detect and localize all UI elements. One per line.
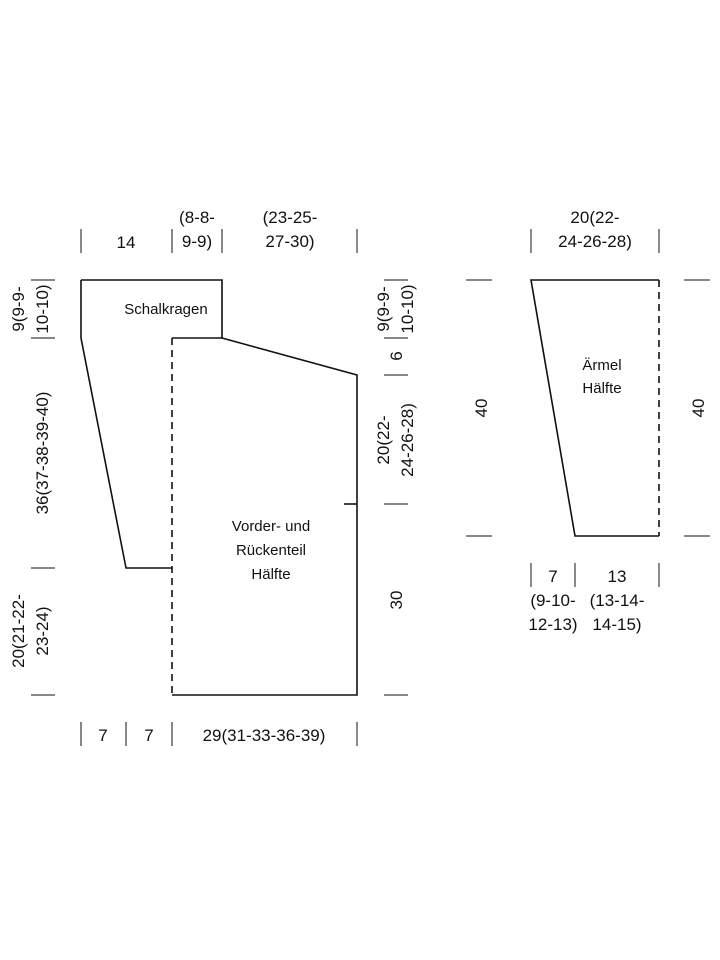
dim-sleeve-top-1: 20(22- [570,208,619,227]
dim-right-slope: 6 [387,351,406,360]
dim-band-b: 7 [144,726,153,745]
dim-left-collar-2: 10-10) [33,284,52,333]
dim-sleeve-bottom-left-2: (9-10- [530,591,575,610]
sleeve-top-ticks [530,229,660,253]
dim-sleeve-bottom-right-3: 14-15) [592,615,641,634]
shoulder-side-hem-outline [172,337,358,696]
main-label-line1: Vorder- und [232,518,310,535]
dim-sleeve-bottom-right-2: (13-14- [590,591,645,610]
collar-label: Schalkragen [124,301,207,318]
body-left-ticks [31,279,55,696]
dim-sleeve-height-left: 40 [472,399,491,418]
body-right-ticks [384,279,408,696]
sleeve-label-line2: Hälfte [582,380,621,397]
dim-sleeve-bottom-left-3: 12-13) [528,615,577,634]
dim-left-collar-1: 9(9-9- [9,286,28,331]
main-label-line3: Hälfte [251,566,290,583]
dim-armhole-2: 24-26-28) [398,403,417,477]
main-label-line2: Rückenteil [236,542,306,559]
dim-shoulder-step-2: 9-9) [182,232,212,251]
dim-sleeve-bottom-left-1: 7 [548,567,557,586]
body-top-ticks [80,229,358,253]
dim-sleeve-bottom-right-1: 13 [608,567,627,586]
front-edge-outline [80,280,172,569]
body-piece-outline [80,279,358,696]
sleeve-label-line1: Ärmel [582,357,621,374]
dim-side: 30 [387,591,406,610]
dim-shoulder-slope-2: 27-30) [265,232,314,251]
sleeve-side-ticks [466,279,710,537]
dim-band-a: 7 [98,726,107,745]
dim-left-lower-2: 23-24) [33,606,52,655]
dim-right-collar-1: 9(9-9- [374,286,393,331]
body-bottom-ticks [80,722,358,746]
dim-front-edge: 36(37-38-39-40) [33,392,52,515]
dim-sleeve-top-2: 24-26-28) [558,232,632,251]
dim-shoulder-slope-1: (23-25- [263,208,318,227]
dim-left-lower-1: 20(21-22- [9,594,28,668]
dim-collar-width: 14 [117,233,136,252]
sleeve-bottom-ticks [530,563,660,587]
sleeve-outline [530,279,659,537]
dim-sleeve-height-right: 40 [689,399,708,418]
dim-armhole-1: 20(22- [374,415,393,464]
collar-outline [81,279,223,339]
dim-right-collar-2: 10-10) [398,284,417,333]
dim-body-width: 29(31-33-36-39) [203,726,326,745]
dim-shoulder-step-1: (8-8- [179,208,215,227]
sleeve-piece-outline [530,279,660,537]
